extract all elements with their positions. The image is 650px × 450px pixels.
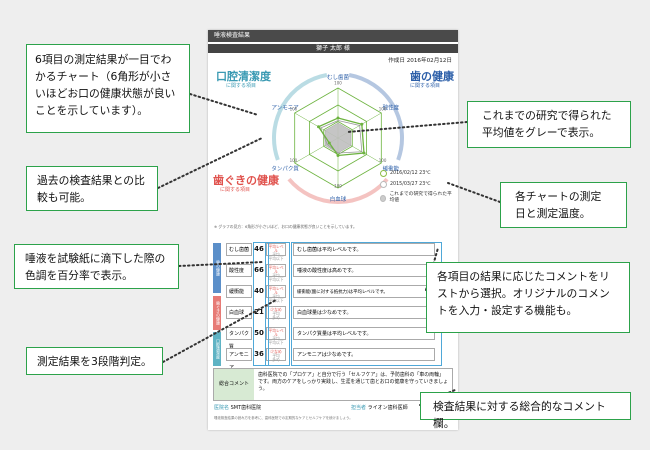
overall-comment-label: 総合コメント (214, 369, 254, 400)
row-comment[interactable]: むし歯菌は平均レベルです。 (293, 243, 435, 256)
created-date: 作成日 2016年02月12日 (388, 58, 452, 64)
report-sheet: 唾液検査結果 獅子 太郎 様 作成日 2016年02月12日 口腔清潔度 に関す… (208, 30, 458, 430)
radar-axis-label: 酸性度 (383, 104, 400, 112)
legend-item-current: 2016/02/12 23℃ (380, 168, 454, 179)
doctor-sign: 担当者 ライオン歯科医師 (351, 404, 408, 411)
radar-axis-label: 白血球 (330, 195, 347, 203)
row-name: 白血球 (226, 306, 252, 319)
radar-axis-label: アンモニア (272, 105, 300, 112)
overall-comment-box: 総合コメント 歯科医院での「プロケア」と自分で行う「セルフケア」は、予防歯科の「… (213, 368, 453, 401)
table-row: むし歯菌 46 平均レベル 平均 平均以下 むし歯菌は平均レベルです。 (213, 241, 453, 261)
radar-axis-max: 100 (334, 81, 342, 86)
row-judge: 平均レベル 平均 平均以下 (266, 243, 286, 261)
patient-name: 獅子 太郎 様 (208, 44, 458, 53)
arc-haguki (287, 177, 389, 204)
heading-ha-sub: に関する項目 (409, 83, 440, 89)
judge-level-1: 平均レベル (268, 285, 284, 295)
clinic-name: SMT歯科医院 (230, 405, 262, 411)
judge-column-highlight (265, 242, 290, 366)
row-judge: 平均レベル 平均 平均以下 (266, 264, 286, 282)
callout-date: 各チャートの測定日と測定温度。 (500, 182, 627, 228)
row-value: 66 (254, 266, 264, 274)
footer-note: 唾液検査結果の読み方を参考に、歯科医院での定期的なケアとセルフケアを続けましょう… (214, 416, 353, 420)
callout-past: 過去の検査結果との比較も可能。 (26, 166, 158, 211)
row-name: アンモニア (226, 348, 252, 371)
radar-axis-max: 100 (290, 106, 298, 111)
heading-kouku-sub: に関する項目 (226, 83, 257, 89)
table-row: 酸性度 66 平均レベル 平均 平均以下 唾液の酸性度は高めです。 (213, 262, 453, 282)
judge-level-1: 平均レベル (268, 264, 284, 274)
heading-haguki-sub: に関する項目 (220, 187, 251, 193)
row-value: 46 (254, 245, 264, 253)
callout-comment: 各項目の結果に応じたコメントをリストから選択。オリジナルのコメントを入力・設定す… (426, 262, 630, 333)
comment-column-highlight (291, 242, 442, 366)
legend-item-average: これまでの研究で得られた平均値 (380, 190, 454, 206)
row-comment[interactable]: タンパク質量は平均レベルです。 (293, 327, 435, 340)
heading-ha: 歯の健康 (410, 70, 454, 83)
row-name: 緩衝能 (226, 285, 252, 298)
doctor-name: ライオン歯科医師 (367, 405, 408, 411)
arc-kouku (272, 73, 328, 161)
legend-average-note: これまでの研究で得られた平均値 (389, 192, 452, 203)
radar-axis-label: 緩衝能 (383, 165, 400, 173)
radar-axis-label: タンパク質 (271, 165, 299, 173)
legend-date-previous: 2015/03/27 23℃ (390, 182, 431, 187)
legend-date-current: 2016/02/12 23℃ (390, 171, 431, 176)
callout-average: これまでの研究で得られた平均値をグレーで表示。 (467, 101, 631, 148)
clinic-sign: 医院名 SMT歯科医院 (214, 404, 261, 411)
radar-current-point (362, 151, 366, 155)
radar-current-point (317, 125, 321, 129)
side-label-ha: 歯の健康 (213, 243, 221, 293)
judge-level-3: 平均以下 (268, 256, 284, 262)
radar-current-point (336, 116, 340, 120)
doctor-label: 担当者 (351, 405, 367, 411)
judge-level-1: 平均レベル (268, 243, 284, 253)
radar-axis-max: 100 (379, 106, 387, 111)
chart-note: ※ グラフの見方：6角形が小さいほど、お口の健康状態が良いことを示しています。 (214, 224, 357, 229)
row-comment[interactable]: アンモニアは少なめです。 (293, 348, 435, 361)
radar-axis-max: 100 (334, 184, 342, 189)
row-name: 酸性度 (226, 264, 252, 277)
legend-average-marker (380, 194, 387, 202)
radar-current-point (360, 122, 364, 126)
row-name: むし歯菌 (226, 243, 252, 256)
heading-kouku: 口腔清潔度 (216, 70, 271, 83)
legend-current-marker (380, 170, 387, 177)
arc-ha (348, 73, 404, 161)
callout-ratio: 唾液を試験紙に滴下した際の色調を百分率で表示。 (14, 244, 179, 289)
legend-item-previous: 2015/03/27 23℃ (380, 179, 454, 190)
judge-level-2: 平均 (272, 293, 280, 299)
judge-level-2: 平均 (272, 251, 280, 257)
radar-axis-label: むし歯菌 (327, 73, 350, 81)
judge-level-2: 平均 (272, 272, 280, 278)
row-name: タンパク質 (226, 327, 252, 350)
callout-radar: 6項目の測定結果が一目でわかるチャート（6角形が小さいほどお口の健康状態が良いこ… (26, 44, 190, 133)
radar-current-point (336, 154, 340, 157)
overall-comment-text[interactable]: 歯科医院での「プロケア」と自分で行う「セルフケア」は、予防歯科の「車の両輪」です… (258, 372, 449, 392)
radar-axis-max: 100 (290, 158, 298, 163)
row-value: 40 (254, 287, 264, 295)
report-title: 唾液検査結果 (208, 30, 458, 42)
callout-total: 検査結果に対する総合的なコメント欄。 (420, 392, 631, 430)
radar-current-point (327, 141, 331, 145)
clinic-label: 医院名 (214, 405, 230, 411)
chart-legend: 2016/02/12 23℃ 2015/03/27 23℃ これまでの研究で得ら… (380, 168, 454, 206)
radar-axis-max: 100 (379, 158, 387, 163)
callout-judge: 測定結果を3段階判定。 (26, 347, 163, 375)
legend-previous-marker (380, 181, 387, 188)
judge-level-3: 平均以下 (268, 277, 284, 283)
